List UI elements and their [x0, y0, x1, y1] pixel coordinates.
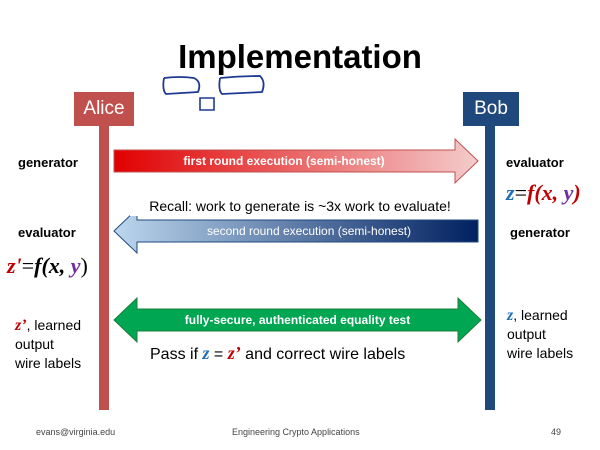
alice-learned-line3: wire labels [15, 355, 82, 371]
bob-role-evaluator: evaluator [506, 155, 564, 170]
pass-z: z [202, 343, 210, 363]
bob-learned-line3: wire labels [507, 345, 574, 361]
pass-pre: Pass if [150, 346, 203, 363]
alice-learned-line2: output [15, 336, 54, 352]
bob-formula-close: ) [573, 180, 581, 205]
footer-email: evans@virginia.edu [36, 427, 116, 437]
pass-eq: = [209, 346, 228, 363]
equality-test-label: fully-secure, authenticated equality tes… [184, 313, 411, 327]
alice-formula-eq: = [21, 253, 35, 278]
handwritten-scribble [162, 75, 265, 111]
recall-note: Recall: work to generate is ~3x work to … [130, 197, 470, 216]
bob-role-generator: generator [510, 225, 570, 240]
alice-header: Alice [74, 92, 134, 126]
bob-learned-line1: , learned [513, 307, 568, 323]
bob-learned-line2: output [507, 326, 546, 342]
alice-formula-close: ) [80, 253, 88, 278]
bob-formula-eq: = [514, 180, 527, 205]
bob-learned-z: z [507, 307, 514, 324]
alice-role-evaluator: evaluator [18, 225, 76, 240]
slide-title: Implementation [178, 38, 422, 75]
pass-condition: Pass if z = z’ and correct wire labels [150, 344, 405, 364]
bob-formula: z=f(x, y) [506, 180, 581, 206]
first-round-label: first round execution (semi-honest) [183, 154, 385, 168]
alice-role-generator: generator [18, 155, 78, 170]
bob-header: Bob [463, 92, 519, 126]
pass-zprime: z’ [227, 343, 241, 363]
bob-learned: z, learned output wire labels [507, 306, 573, 363]
footer-course: Engineering Crypto Applications [232, 427, 360, 437]
bob-formula-x: (x, [534, 180, 559, 205]
alice-formula-x: (x, [41, 253, 66, 278]
first-round-arrow [113, 137, 479, 185]
alice-formula-f: f [34, 253, 42, 278]
alice-formula: z'=f(x, y) [7, 253, 88, 279]
pass-post: and correct wire labels [240, 346, 406, 363]
bob-formula-f: f [526, 180, 535, 205]
bob-lifeline [485, 126, 495, 410]
alice-lifeline [99, 126, 109, 410]
second-round-arrow [113, 207, 479, 255]
bob-formula-y: y [563, 180, 574, 205]
equality-test-arrow [113, 296, 482, 344]
footer-page-number: 49 [551, 427, 562, 437]
alice-learned: z’, learned output wire labels [15, 316, 81, 373]
alice-formula-y: y [70, 253, 81, 278]
alice-learned-line1: , learned [26, 317, 82, 333]
second-round-label: second round execution (semi-honest) [206, 224, 412, 238]
bob-formula-z: z [506, 180, 515, 205]
alice-learned-z: z’ [15, 317, 27, 334]
alice-formula-z: z' [7, 253, 22, 278]
